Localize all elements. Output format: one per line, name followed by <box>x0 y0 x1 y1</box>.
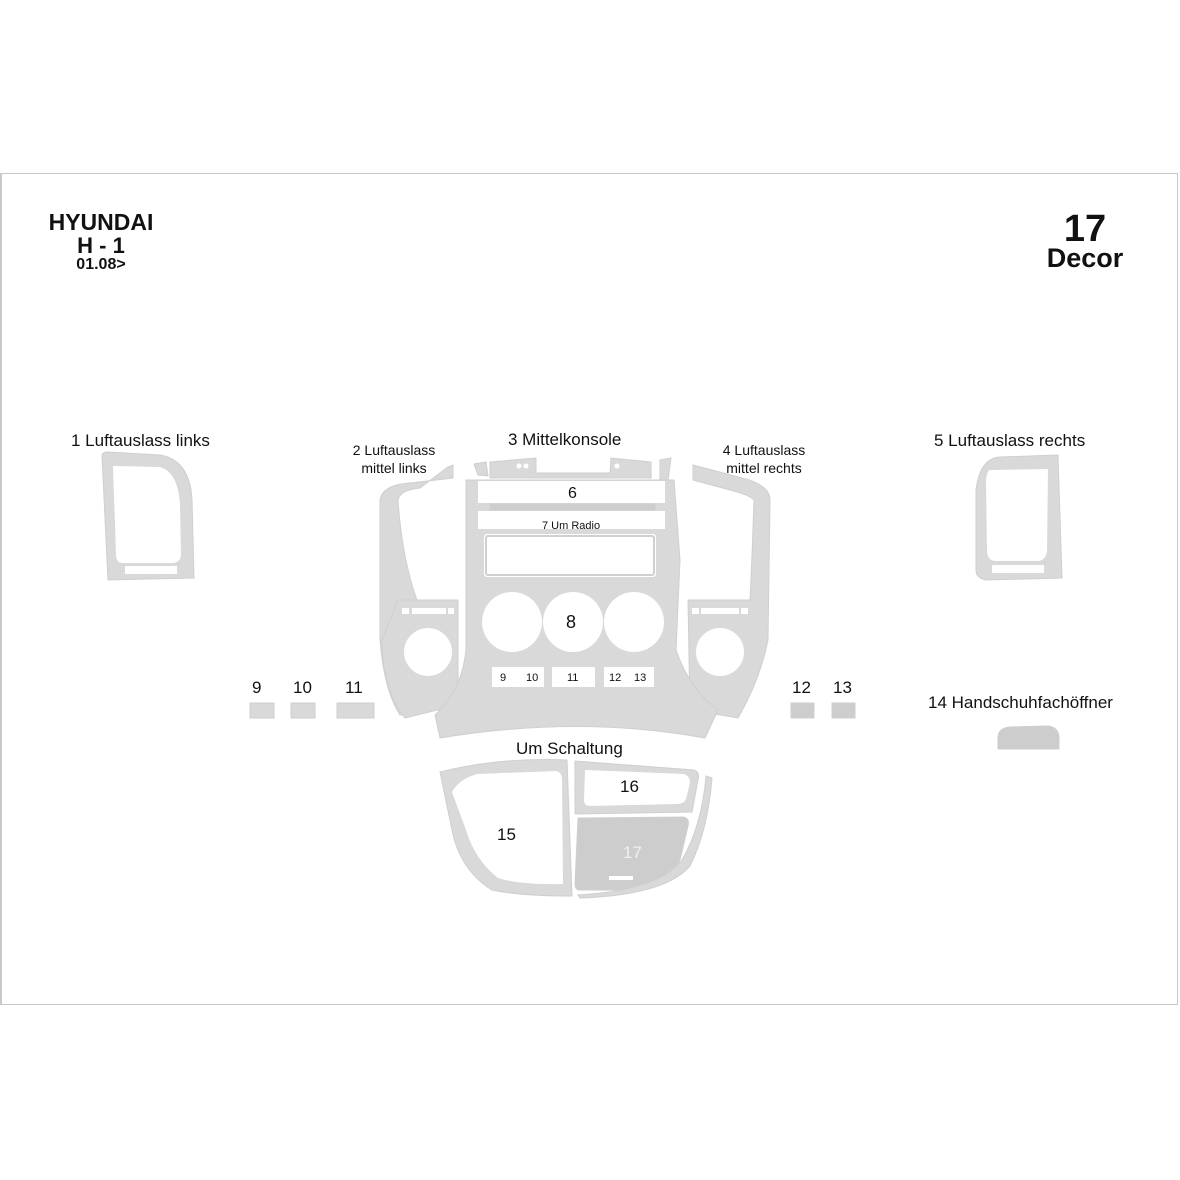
label-part-7: 7 Um Radio <box>542 520 601 532</box>
label-part-14: 14 Handschuhfachöffner <box>928 693 1113 712</box>
part-5-right-vent <box>975 454 1063 581</box>
label-part-3: 3 Mittelkonsole <box>508 430 622 449</box>
kit-type: Decor <box>1046 243 1124 273</box>
label-part-2: 2 Luftauslass mittel links <box>344 441 444 477</box>
label-part-12: 12 <box>792 678 811 697</box>
label-part-4-line1: 4 Luftauslass <box>722 442 806 458</box>
label-part-10: 10 <box>293 678 312 697</box>
part-10-piece <box>290 702 316 719</box>
label-part-8: 8 <box>566 612 577 632</box>
part-11-piece <box>336 702 375 719</box>
part-12-piece <box>790 702 815 719</box>
label-part-15: 15 <box>497 825 516 844</box>
brand-title: HYUNDAI <box>48 209 154 235</box>
part-4-middle-right-vent <box>687 464 771 719</box>
label-part-2-line2: mittel links <box>361 460 427 476</box>
part-9-piece <box>249 702 275 719</box>
part-2-middle-left-vent <box>379 464 459 719</box>
label-shift-group: Um Schaltung <box>516 739 623 758</box>
label-part-1: 1 Luftauslass links <box>71 431 210 450</box>
console-label-12: 12 <box>609 672 622 684</box>
label-part-4-line2: mittel rechts <box>726 460 802 476</box>
shift-surround <box>439 759 713 899</box>
part-3-center-console <box>434 457 719 739</box>
label-part-13: 13 <box>833 678 852 697</box>
label-part-6: 6 <box>568 485 577 502</box>
label-part-4: 4 Luftauslass mittel rechts <box>714 441 814 477</box>
label-part-5: 5 Luftauslass rechts <box>934 431 1086 450</box>
label-part-9: 9 <box>252 678 262 697</box>
console-label-13: 13 <box>634 672 647 684</box>
console-label-11: 11 <box>567 672 579 684</box>
piece-count: 17 <box>1063 208 1107 250</box>
part-14-glovebox-opener <box>997 725 1060 750</box>
label-part-2-line1: 2 Luftauslass <box>352 442 436 458</box>
console-label-9: 9 <box>500 672 507 684</box>
label-part-11: 11 <box>345 678 363 697</box>
label-part-16: 16 <box>620 777 639 796</box>
model-date: 01.08> <box>76 256 126 273</box>
part-13-piece <box>831 702 856 719</box>
part-1-left-vent <box>101 451 195 581</box>
console-label-10: 10 <box>526 672 539 684</box>
model-title: H - 1 <box>77 233 125 258</box>
label-part-17: 17 <box>623 843 642 862</box>
